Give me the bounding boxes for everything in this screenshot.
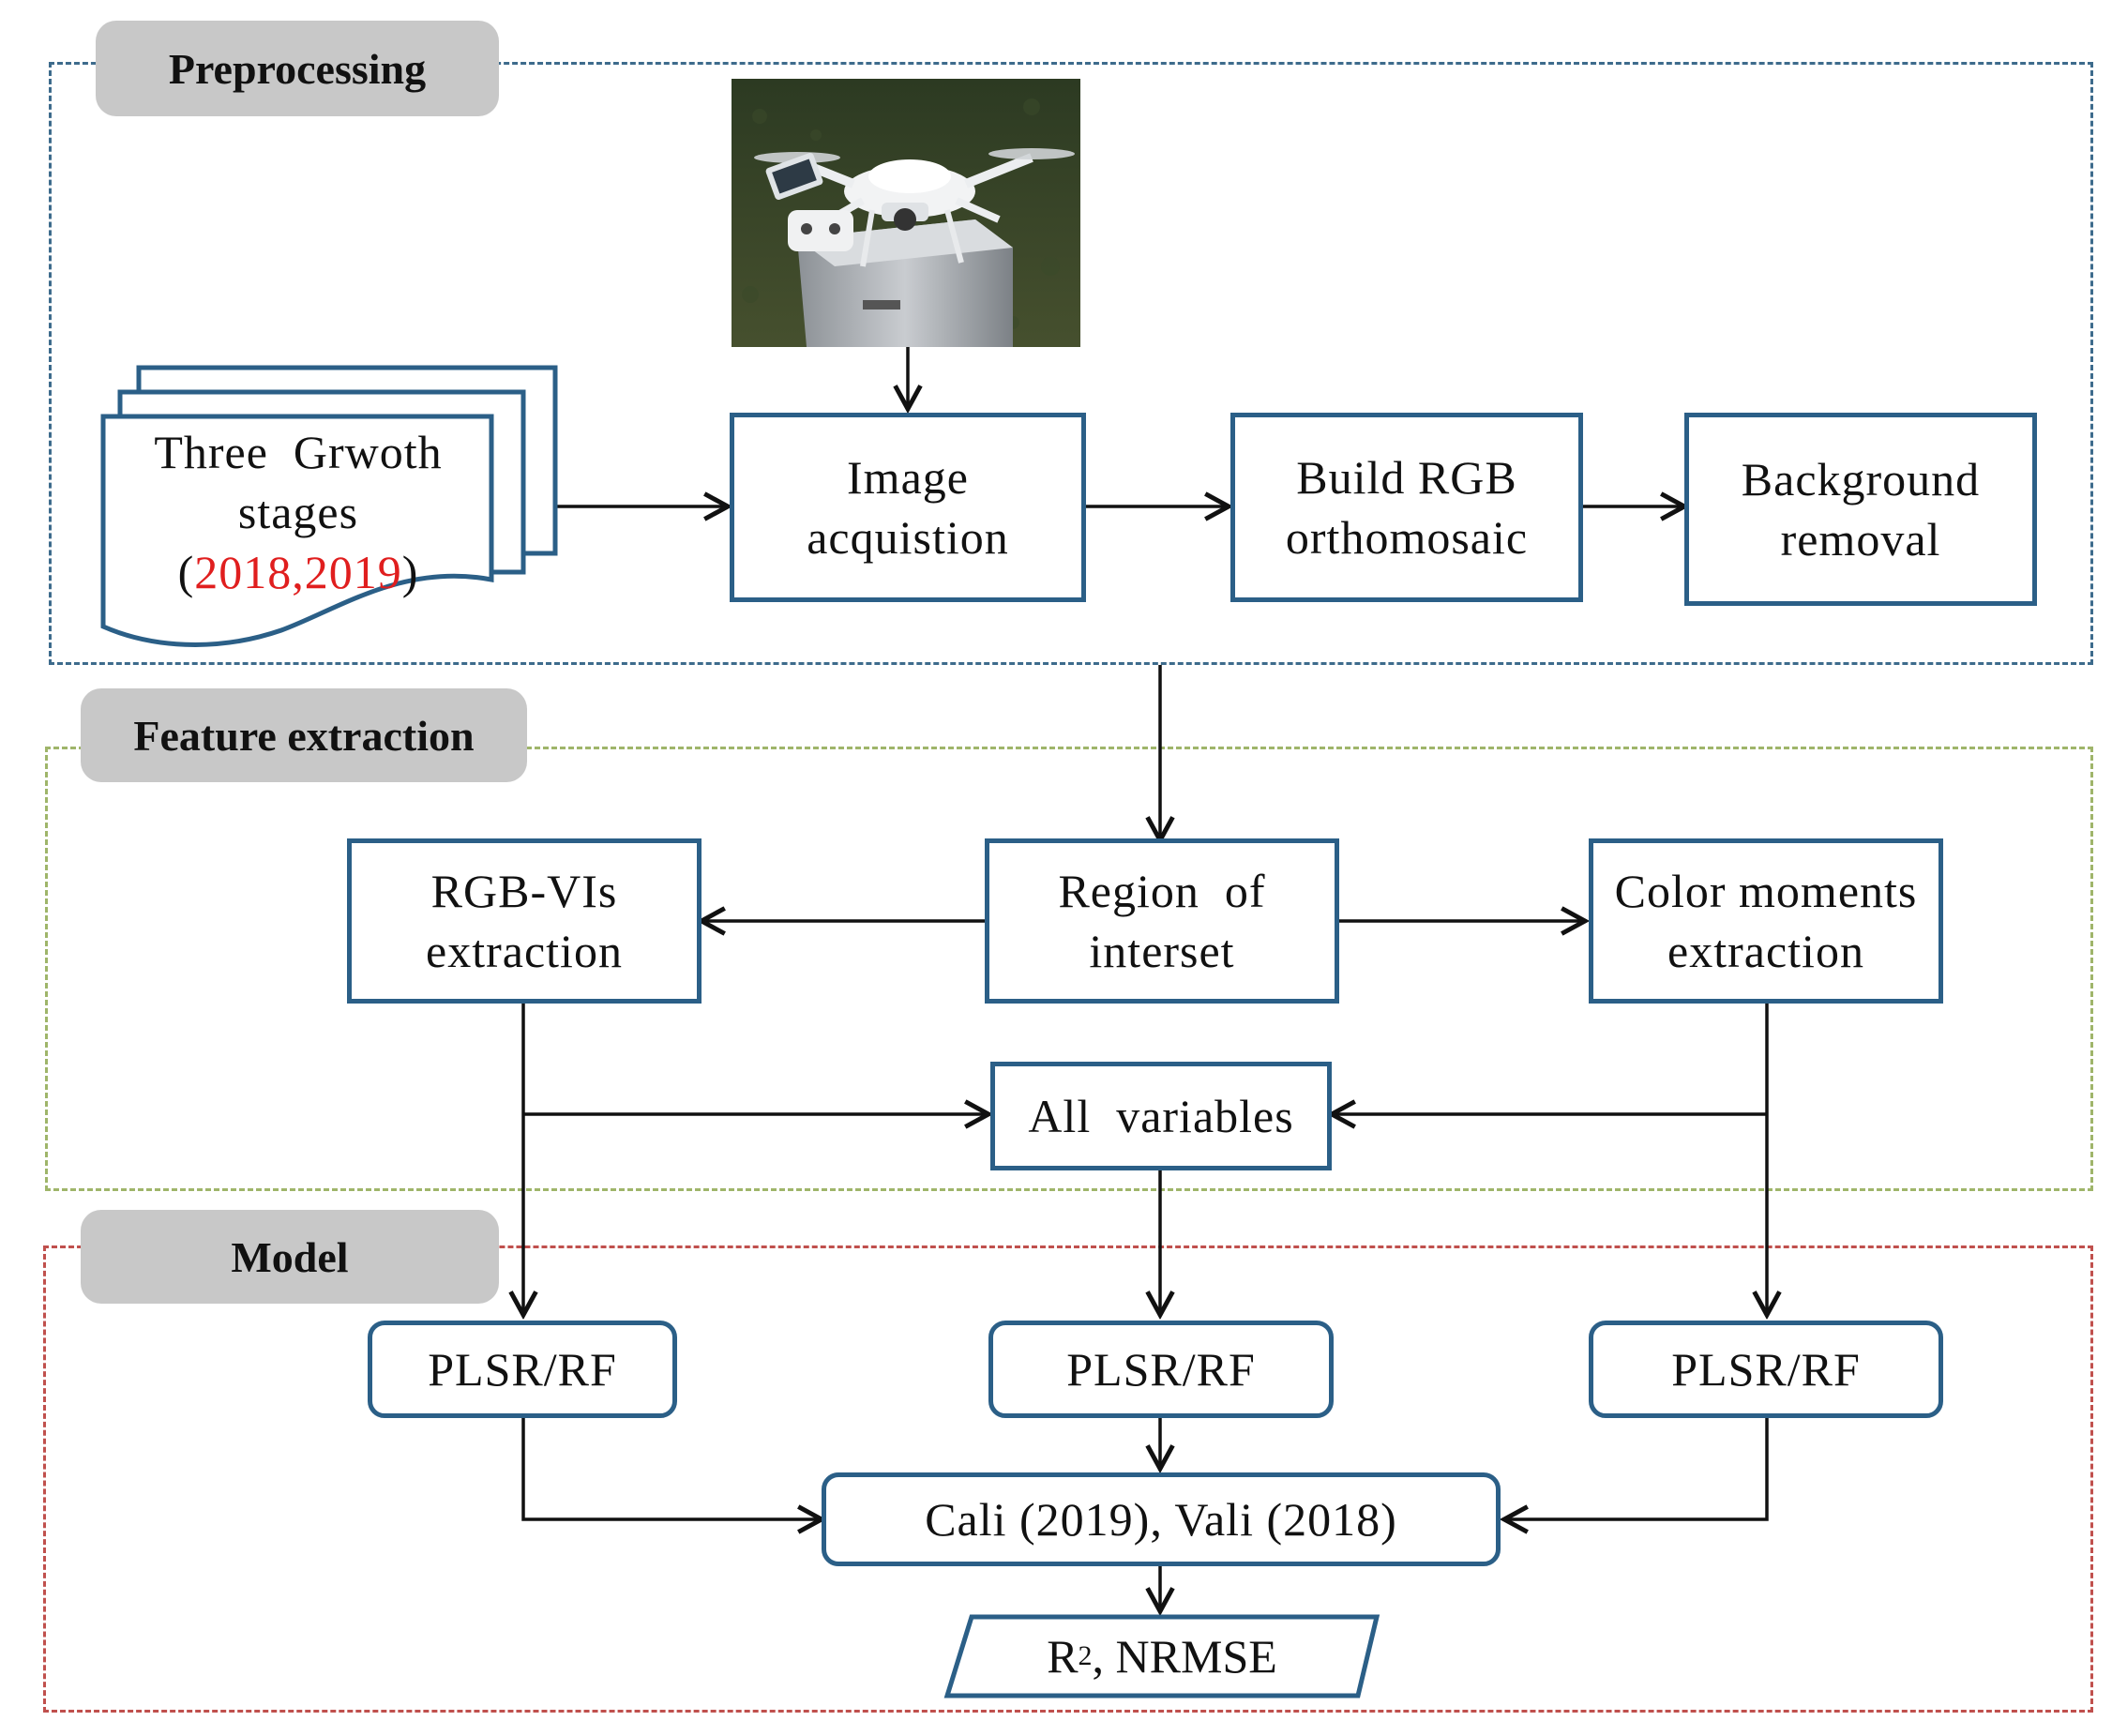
years-close-paren: ) bbox=[401, 546, 419, 598]
rgb-vis-extraction-node: RGB-VIs extraction bbox=[347, 838, 701, 1004]
image-acquisition-node: Image acquistion bbox=[730, 413, 1086, 602]
background-removal-line2: removal bbox=[1780, 513, 1941, 566]
rgb-vis-line2: extraction bbox=[426, 925, 623, 977]
growth-stages-node: Three Grwoth stages (2018,2019) bbox=[111, 418, 486, 606]
growth-stages-line2: stages bbox=[237, 486, 359, 538]
color-moments-line1: Color moments bbox=[1614, 865, 1918, 917]
feature-extraction-frame bbox=[45, 747, 2093, 1191]
document-stack-shape bbox=[100, 365, 558, 647]
years-highlight: 2018,2019 bbox=[194, 546, 402, 598]
color-moments-line2: extraction bbox=[1667, 925, 1864, 977]
rgb-vis-line1: RGB-VIs bbox=[430, 865, 618, 917]
section-label-feature-extraction: Feature extraction bbox=[81, 688, 527, 782]
image-acquisition-line1: Image bbox=[847, 451, 969, 504]
plsr-rf-right-node: PLSR/RF bbox=[1589, 1321, 1943, 1418]
growth-stages-line1: Three Grwoth bbox=[154, 426, 443, 478]
background-removal-node: Background removal bbox=[1684, 413, 2037, 606]
region-of-interest-line2: interset bbox=[1089, 925, 1235, 977]
years-open-paren: ( bbox=[177, 546, 195, 598]
background-removal-line1: Background bbox=[1741, 453, 1981, 506]
all-variables-label: All variables bbox=[1028, 1090, 1294, 1142]
build-orthomosaic-line1: Build RGB bbox=[1296, 451, 1517, 504]
section-label-model: Model bbox=[81, 1210, 499, 1304]
all-variables-node: All variables bbox=[990, 1062, 1332, 1170]
plsr-rf-left-node: PLSR/RF bbox=[368, 1321, 677, 1418]
metrics-superscript: 2 bbox=[1078, 1640, 1093, 1671]
color-moments-extraction-node: Color moments extraction bbox=[1589, 838, 1943, 1004]
plsr-rf-middle-label: PLSR/RF bbox=[1066, 1343, 1256, 1396]
metrics-rest: , NRMSE bbox=[1092, 1630, 1277, 1683]
region-of-interest-line1: Region of bbox=[1058, 865, 1266, 917]
section-label-preprocessing: Preprocessing bbox=[96, 21, 499, 116]
metrics-r: R bbox=[1047, 1630, 1079, 1683]
build-orthomosaic-node: Build RGB orthomosaic bbox=[1230, 413, 1583, 602]
growth-stages-years: (2018,2019) bbox=[178, 542, 419, 602]
plsr-rf-left-label: PLSR/RF bbox=[428, 1343, 617, 1396]
calibration-validation-node: Cali (2019), Vali (2018) bbox=[822, 1472, 1501, 1566]
preprocessing-frame bbox=[49, 62, 2093, 665]
metrics-parallelogram bbox=[943, 1614, 1380, 1698]
region-of-interest-node: Region of interset bbox=[985, 838, 1339, 1004]
plsr-rf-right-label: PLSR/RF bbox=[1671, 1343, 1861, 1396]
drone-photo-icon bbox=[732, 79, 1080, 347]
plsr-rf-middle-node: PLSR/RF bbox=[988, 1321, 1334, 1418]
model-frame bbox=[43, 1245, 2093, 1713]
calibration-validation-label: Cali (2019), Vali (2018) bbox=[925, 1493, 1397, 1546]
build-orthomosaic-line2: orthomosaic bbox=[1285, 511, 1529, 564]
image-acquisition-line2: acquistion bbox=[807, 511, 1009, 564]
